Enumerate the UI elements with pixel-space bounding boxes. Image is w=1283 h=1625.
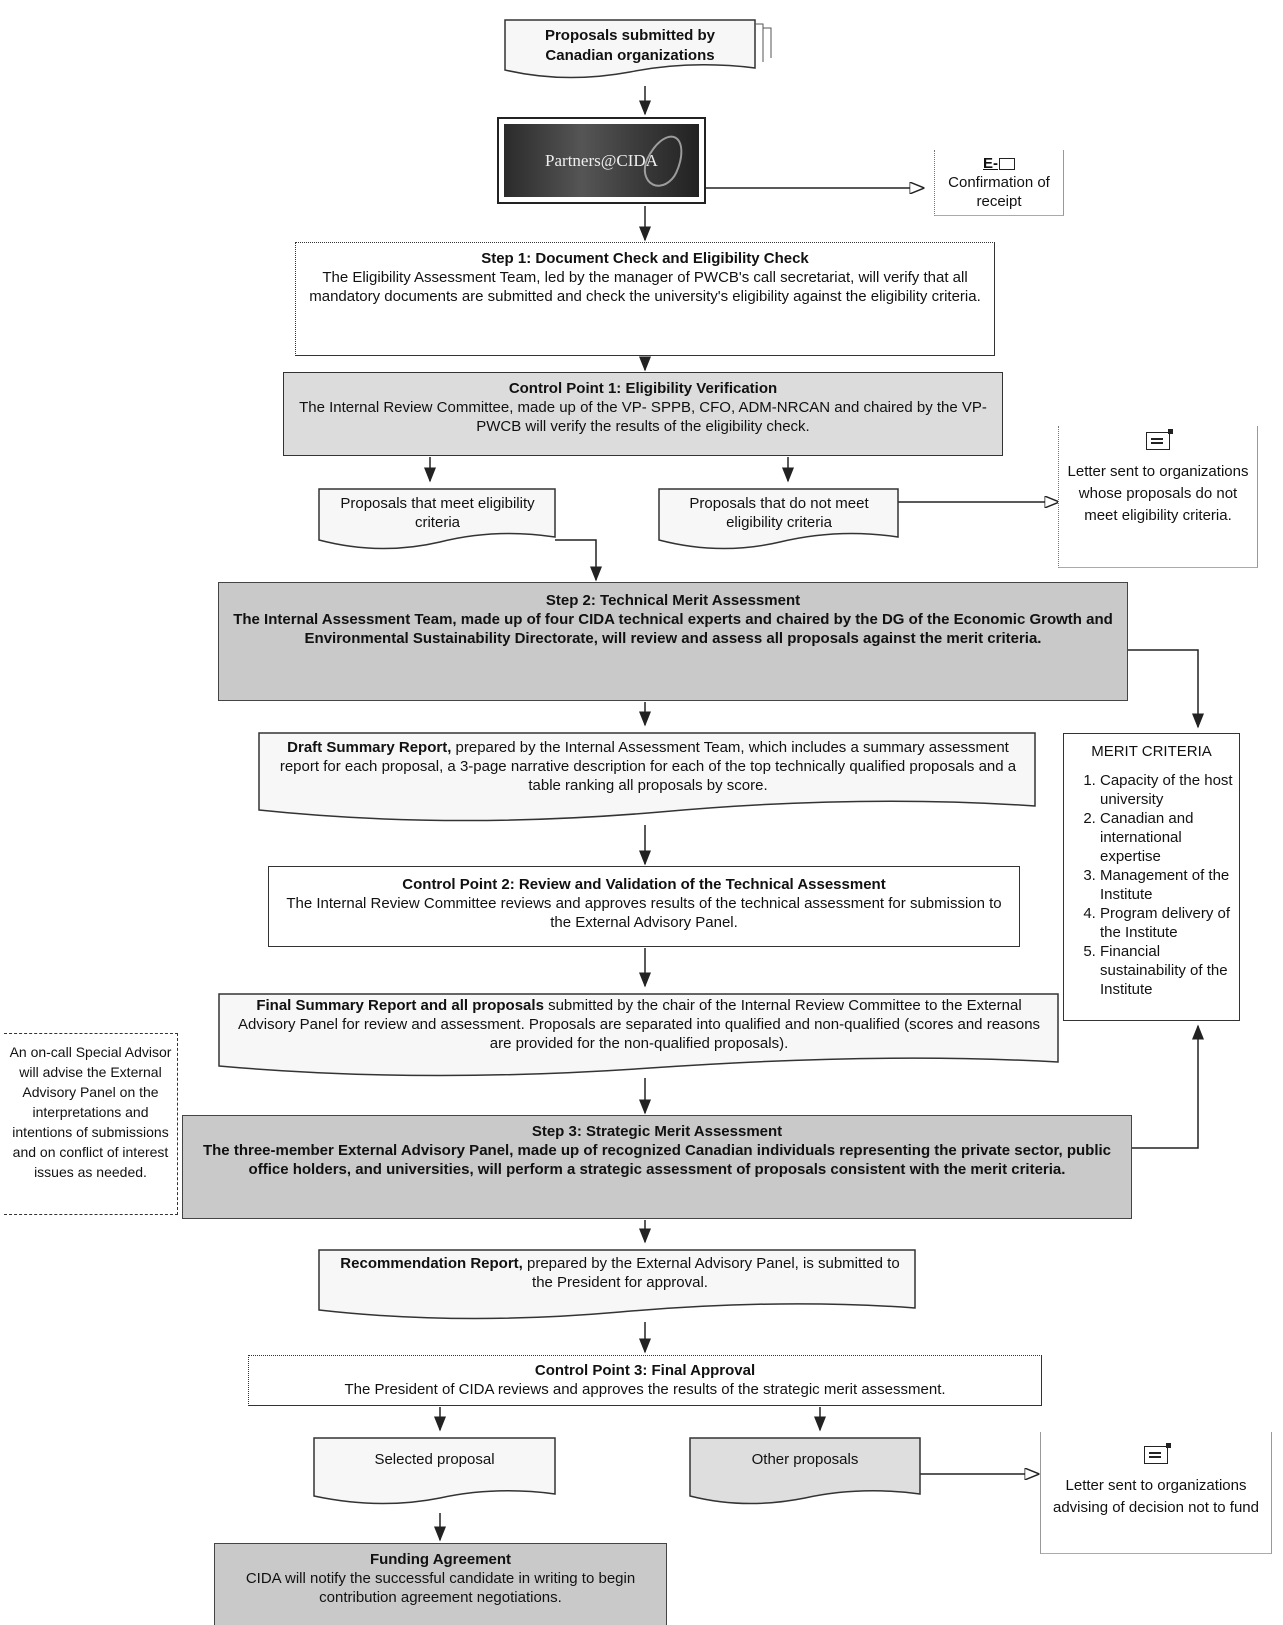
final-summary-report: Final Summary Report and all proposals s… bbox=[228, 996, 1050, 1053]
submitted-proposals: Proposals submitted by Canadian organiza… bbox=[510, 26, 750, 66]
selected-proposal: Selected proposal bbox=[314, 1451, 555, 1468]
recommend-body: prepared by the External Advisory Panel,… bbox=[522, 1255, 900, 1291]
leaf-icon bbox=[637, 129, 691, 193]
cp2-body: The Internal Review Committee reviews an… bbox=[286, 895, 1002, 931]
shape-notmeet-doc bbox=[658, 488, 899, 550]
draft-body: prepared by the Internal Assessment Team… bbox=[279, 739, 1017, 794]
funding-body: CIDA will notify the successful candidat… bbox=[245, 1570, 636, 1606]
control-point-2-box: Control Point 2: Review and Validation o… bbox=[268, 866, 1020, 947]
arrow-step3-to-criteria bbox=[1132, 1024, 1204, 1149]
control-point-3-box: Control Point 3: Final Approval The Pres… bbox=[248, 1355, 1042, 1406]
final-lead: Final Summary Report and all proposals bbox=[256, 997, 544, 1014]
step3-box: Step 3: Strategic Merit Assessment The t… bbox=[182, 1115, 1132, 1219]
cp1-title: Control Point 1: Eligibility Verificatio… bbox=[508, 380, 778, 397]
criteria-item: Canadian and international expertise bbox=[1100, 809, 1233, 866]
arrow-meet-to-step2 bbox=[555, 539, 602, 582]
step2-body: The Internal Assessment Team, made up of… bbox=[233, 611, 1113, 647]
confirmation-of-receipt: E- Confirmation of receipt bbox=[934, 150, 1064, 216]
merit-criteria-box: MERIT CRITERIA Capacity of the host univ… bbox=[1063, 733, 1240, 1021]
cp2-title: Control Point 2: Review and Validation o… bbox=[402, 876, 886, 893]
confirmation-text: Confirmation of receipt bbox=[948, 174, 1050, 210]
letter-not-eligible: Letter sent to organizations whose propo… bbox=[1058, 426, 1258, 568]
cp3-body: The President of CIDA reviews and approv… bbox=[344, 1381, 946, 1398]
email-icon: E- bbox=[983, 155, 1015, 172]
step3-body: The three-member External Advisory Panel… bbox=[202, 1142, 1111, 1178]
letter-icon bbox=[1146, 429, 1173, 450]
selected-proposal-text: Selected proposal bbox=[374, 1451, 495, 1468]
recommend-lead: Recommendation Report, bbox=[340, 1255, 523, 1272]
shape-other-doc bbox=[689, 1437, 921, 1505]
letter-not-funded-text: Letter sent to organizations advising of… bbox=[1053, 1477, 1259, 1516]
step3-title: Step 3: Strategic Merit Assessment bbox=[531, 1123, 783, 1140]
other-proposals: Other proposals bbox=[690, 1451, 920, 1468]
step2-box: Step 2: Technical Merit Assessment The I… bbox=[218, 582, 1128, 701]
merit-criteria-list: Capacity of the host university Canadian… bbox=[1070, 771, 1233, 999]
other-proposals-text: Other proposals bbox=[751, 1451, 859, 1468]
shape-submitted-doc bbox=[504, 19, 756, 79]
criteria-item: Financial sustainability of the Institut… bbox=[1100, 942, 1233, 999]
merit-criteria-title: MERIT CRITERIA bbox=[1091, 743, 1212, 760]
proposals-meet: Proposals that meet eligibility criteria bbox=[330, 494, 545, 532]
draft-summary-report: Draft Summary Report, prepared by the In… bbox=[268, 738, 1028, 795]
submitted-proposals-text: Proposals submitted by Canadian organiza… bbox=[544, 27, 716, 64]
proposals-meet-text: Proposals that meet eligibility criteria bbox=[340, 495, 535, 531]
proposals-not-meet-text: Proposals that do not meet eligibility c… bbox=[689, 495, 869, 531]
letter-not-eligible-text: Letter sent to organizations whose propo… bbox=[1067, 463, 1249, 524]
special-advisor-note: An on-call Special Advisor will advise t… bbox=[4, 1033, 178, 1215]
recommendation-report: Recommendation Report, prepared by the E… bbox=[340, 1254, 900, 1292]
step1-box: Step 1: Document Check and Eligibility C… bbox=[295, 242, 995, 356]
criteria-item: Management of the Institute bbox=[1100, 866, 1233, 904]
funding-title: Funding Agreement bbox=[369, 1551, 512, 1568]
proposals-not-meet: Proposals that do not meet eligibility c… bbox=[670, 494, 888, 532]
portal-label: Partners@CIDA bbox=[545, 150, 658, 170]
criteria-item: Program delivery of the Institute bbox=[1100, 904, 1233, 942]
cp1-body: The Internal Review Committee, made up o… bbox=[299, 399, 987, 435]
shape-meet-doc bbox=[318, 488, 556, 550]
cp3-title: Control Point 3: Final Approval bbox=[534, 1362, 756, 1379]
draft-lead: Draft Summary Report, bbox=[287, 739, 452, 756]
step2-title: Step 2: Technical Merit Assessment bbox=[545, 592, 801, 609]
control-point-1-box: Control Point 1: Eligibility Verificatio… bbox=[283, 372, 1003, 456]
letter-icon bbox=[1144, 1443, 1171, 1464]
final-body: submitted by the chair of the Internal R… bbox=[237, 997, 1041, 1052]
special-advisor-text: An on-call Special Advisor will advise t… bbox=[9, 1044, 172, 1180]
shape-selected-doc bbox=[313, 1437, 556, 1505]
letter-not-funded: Letter sent to organizations advising of… bbox=[1040, 1432, 1272, 1554]
step1-title: Step 1: Document Check and Eligibility C… bbox=[481, 250, 809, 267]
arrow-step2-to-criteria bbox=[1128, 649, 1204, 729]
step1-body: The Eligibility Assessment Team, led by … bbox=[309, 269, 981, 305]
shape-recommend-doc bbox=[318, 1249, 916, 1320]
funding-agreement-box: Funding Agreement CIDA will notify the s… bbox=[214, 1543, 667, 1625]
partners-cida-logo: Partners@CIDA bbox=[497, 117, 706, 204]
criteria-item: Capacity of the host university bbox=[1100, 771, 1233, 809]
shape-draft-doc bbox=[258, 732, 1036, 822]
shape-final-doc bbox=[218, 993, 1059, 1077]
